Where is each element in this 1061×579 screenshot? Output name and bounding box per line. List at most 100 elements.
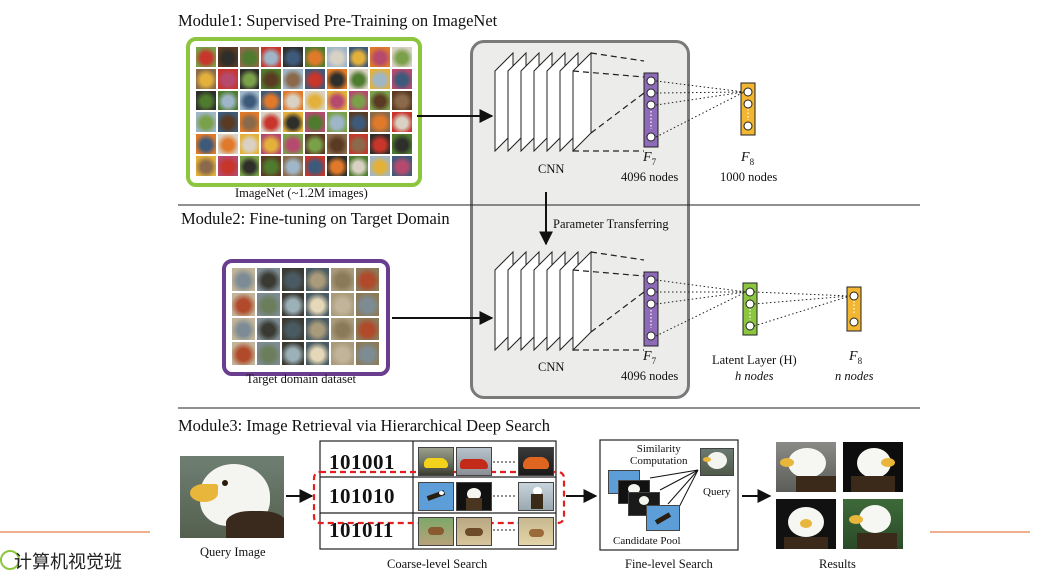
result-image-2 [843, 442, 903, 492]
dataset-tile [370, 112, 391, 133]
dataset-tile [306, 342, 330, 366]
m2-f7-column [643, 271, 659, 347]
dataset-tile [305, 68, 325, 89]
dataset-tile [392, 134, 412, 154]
target-label: Target domain dataset [246, 372, 356, 386]
query-label: Query Image [200, 545, 266, 559]
thumb-deer-3 [518, 517, 554, 546]
module1-title: Module1: Supervised Pre-Training on Imag… [178, 11, 498, 30]
cnn-projection-line [590, 92, 645, 134]
cnn-projection-line [590, 291, 645, 333]
thumb-eagle-dark [456, 482, 492, 511]
dataset-tile [283, 156, 303, 176]
cnn-projection-line [572, 269, 645, 277]
dataset-tile [261, 134, 282, 154]
dataset-tile [331, 268, 354, 291]
thumb-car-orange [518, 447, 554, 476]
cnn-projection-line [590, 251, 645, 261]
dataset-tile [306, 292, 330, 316]
dataset-tile [239, 90, 260, 111]
fine-query-thumb [700, 448, 734, 476]
dataset-tile [256, 268, 280, 291]
dataset-tile [331, 317, 354, 341]
watermark-logo-icon [0, 550, 20, 570]
dataset-tile [326, 156, 347, 176]
dataset-tile [306, 317, 330, 341]
dataset-tile [326, 90, 347, 111]
dataset-tile [348, 112, 369, 133]
dataset-tile [196, 68, 216, 89]
query-image [180, 456, 284, 538]
dataset-tile [232, 268, 255, 291]
dataset-tile [326, 68, 347, 89]
latent-label: Latent Layer (H) [712, 353, 797, 367]
imagenet-label: ImageNet (~1.2M images) [235, 186, 368, 200]
dataset-tile [348, 156, 369, 176]
dataset-tile [283, 47, 303, 67]
thumb-eagle-perched [518, 482, 554, 511]
module2-title: Module2: Fine-tuning on Target Domain [181, 209, 450, 228]
m1-f7-f8-connections [655, 80, 745, 138]
dataset-tile [281, 342, 305, 366]
code-row-1: 101001 [329, 450, 395, 474]
m2-f8-name: F8 [849, 349, 863, 366]
cnn-projection-line [572, 70, 645, 78]
dataset-tile [232, 342, 255, 366]
result-image-1 [776, 442, 836, 492]
dataset-tile [261, 47, 282, 67]
m2-latent-f8-connections [753, 291, 851, 327]
module3-title: Module3: Image Retrieval via Hierarchica… [178, 416, 550, 435]
m1-cnn-stack [494, 51, 645, 153]
dataset-tile [283, 134, 303, 154]
dataset-tile [370, 47, 391, 67]
dataset-tile [392, 112, 412, 133]
cnn-layer [572, 250, 592, 352]
dataset-tile [217, 134, 238, 154]
watermark: 计算机视觉班 [0, 548, 122, 574]
m2-cnn-stack [494, 250, 645, 352]
dataset-tile [256, 317, 280, 341]
dataset-tile [232, 317, 255, 341]
m2-f8-nodes: n nodes [835, 369, 874, 383]
dataset-tile [283, 112, 303, 133]
dataset-tile [239, 134, 260, 154]
dataset-tile [326, 134, 347, 154]
dataset-tile [370, 134, 391, 154]
query-small-label: Query [703, 486, 731, 498]
dataset-tile [217, 90, 238, 111]
dataset-tile [392, 68, 412, 89]
dataset-tile [370, 156, 391, 176]
dataset-tile [261, 112, 282, 133]
m2-f7-nodes: 4096 nodes [621, 369, 679, 383]
dataset-tile [348, 68, 369, 89]
dataset-tile [239, 68, 260, 89]
dataset-tile [348, 90, 369, 111]
candidate-label: Candidate Pool [613, 535, 681, 547]
dataset-tile [239, 47, 260, 67]
result-image-3 [776, 499, 836, 549]
dataset-tile [283, 68, 303, 89]
dataset-tile [283, 90, 303, 111]
dataset-tile [356, 268, 379, 291]
dataset-tile [348, 134, 369, 154]
dataset-tile [239, 112, 260, 133]
dataset-tile [348, 47, 369, 67]
m1-f8-name: F8 [741, 150, 755, 167]
dataset-tile [261, 156, 282, 176]
dataset-tile [217, 156, 238, 176]
dataset-tile [306, 268, 330, 291]
coarse-label: Coarse-level Search [387, 557, 488, 571]
code-row-3: 101011 [329, 518, 394, 542]
results-label: Results [819, 557, 856, 571]
dataset-tile [281, 317, 305, 341]
dataset-tile [196, 90, 216, 111]
dataset-tile [326, 47, 347, 67]
cnn-projection-line [590, 52, 645, 62]
dataset-tile [196, 134, 216, 154]
dataset-tile [239, 156, 260, 176]
dataset-tile [305, 156, 325, 176]
dataset-tile [356, 317, 379, 341]
m2-cnn-label: CNN [538, 360, 565, 374]
dataset-tile [281, 292, 305, 316]
dataset-tile [217, 47, 238, 67]
